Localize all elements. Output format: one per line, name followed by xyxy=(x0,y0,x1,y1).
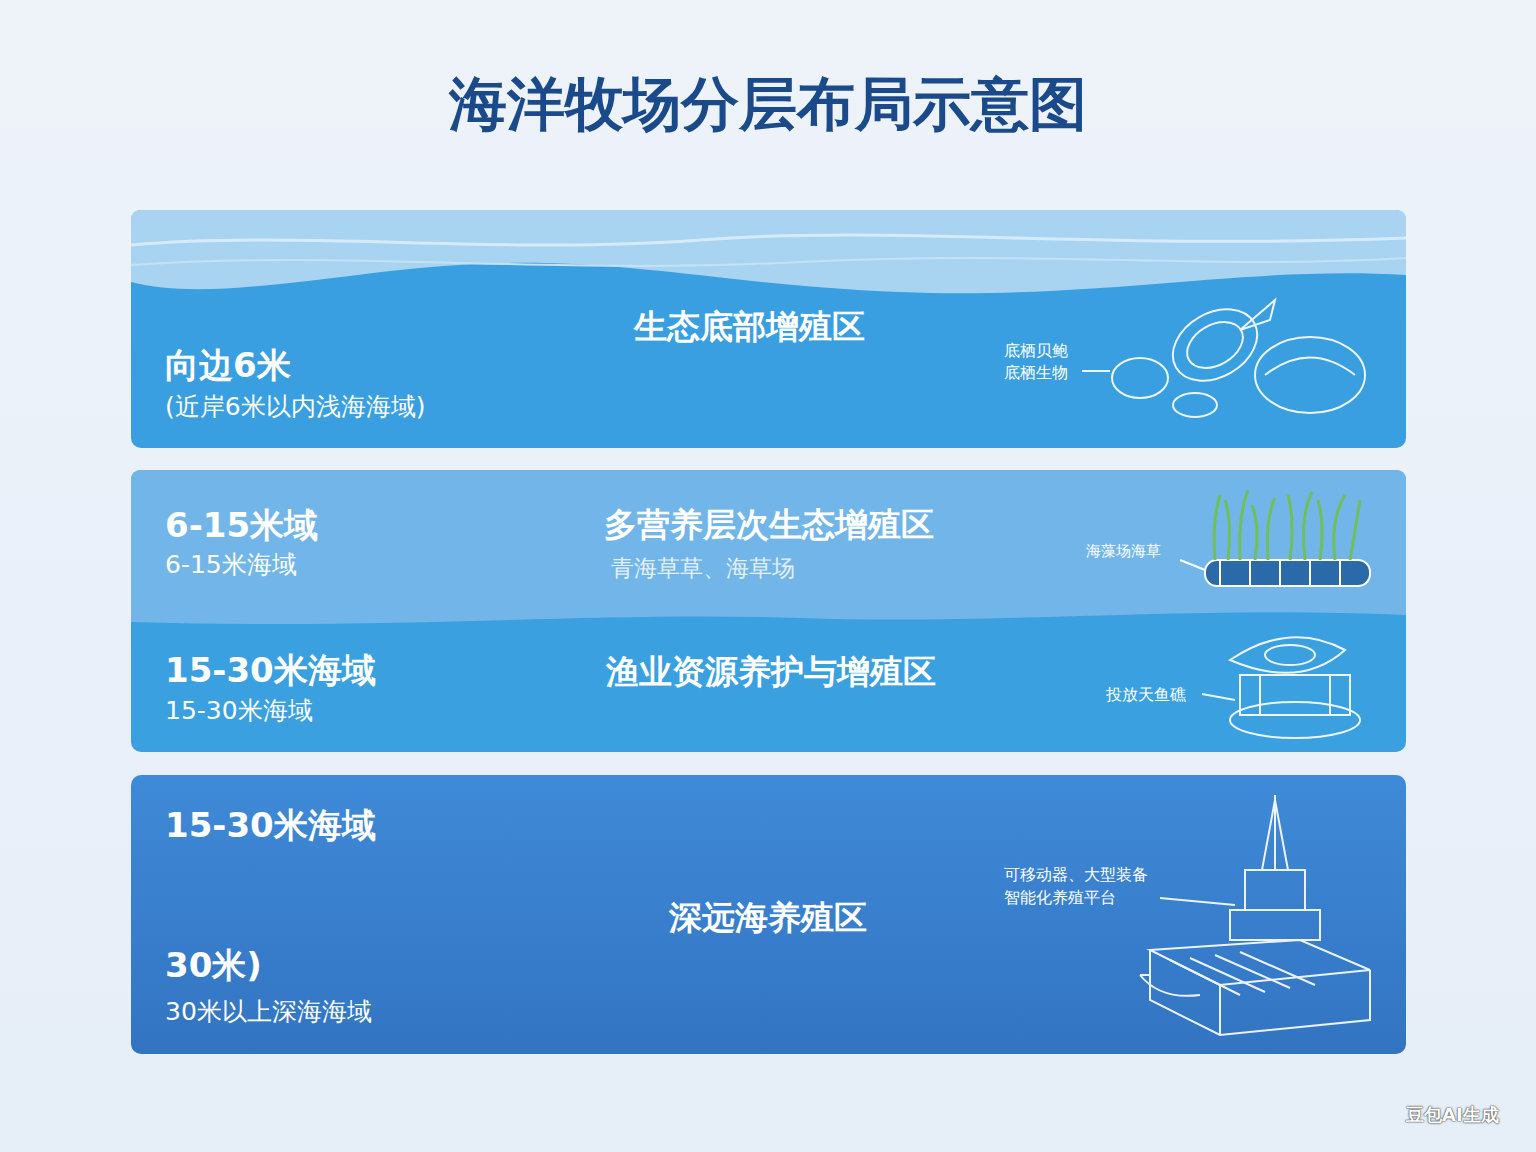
depth-band: 6-15米域 6-15米海域 多营养层次生态增殖区青海草草、海草场 xyxy=(131,470,1406,620)
depth-band: 15-30米海域 15-30米海域 渔业资源养护与增殖区 xyxy=(131,620,1406,752)
callout-label: 底栖生物 xyxy=(1004,363,1068,382)
watermark: 豆包AI生成 xyxy=(1406,1104,1499,1126)
band-label: 15-30米海域 xyxy=(165,650,376,691)
depth-band: 向边6米 (近岸6米以内浅海海域) 生态底部增殖区 xyxy=(131,210,1406,448)
band-subtitle: 15-30米海域 xyxy=(165,696,313,726)
zone-name: 多营养层次生态增殖区 xyxy=(604,505,934,545)
band-subtitle: 6-15米海域 xyxy=(165,550,297,580)
callout-label: 智能化养殖平台 xyxy=(1004,888,1116,907)
callout-label: 可移动器、大型装备 xyxy=(1004,865,1148,884)
zone-name: 生态底部增殖区 xyxy=(634,307,865,347)
callout-label: 海藻场海草 xyxy=(1086,542,1161,560)
band-subtitle: 深远海养殖区 xyxy=(669,898,867,938)
band-label: 向边6米 xyxy=(165,345,291,386)
zone-name: 渔业资源养护与增殖区 xyxy=(606,652,936,692)
band-label: 6-15米域 xyxy=(165,505,318,546)
band-subtitle: (近岸6米以内浅海海域) xyxy=(165,392,425,422)
depth-band: 15-30米海域深远海养殖区 30米) 30米以上深海海域 xyxy=(131,775,1406,1054)
callout-label: 底栖贝鲍 xyxy=(1004,341,1068,360)
zone-note: 30米以上深海海域 xyxy=(165,997,372,1027)
zone-note: 青海草草、海草场 xyxy=(611,555,795,583)
callout-label: 投放天鱼礁 xyxy=(1106,685,1186,704)
zone-name: 30米) xyxy=(165,945,262,986)
band-label: 15-30米海域 xyxy=(165,805,376,846)
diagram-title: 海洋牧场分层布局示意图 xyxy=(449,70,1087,140)
